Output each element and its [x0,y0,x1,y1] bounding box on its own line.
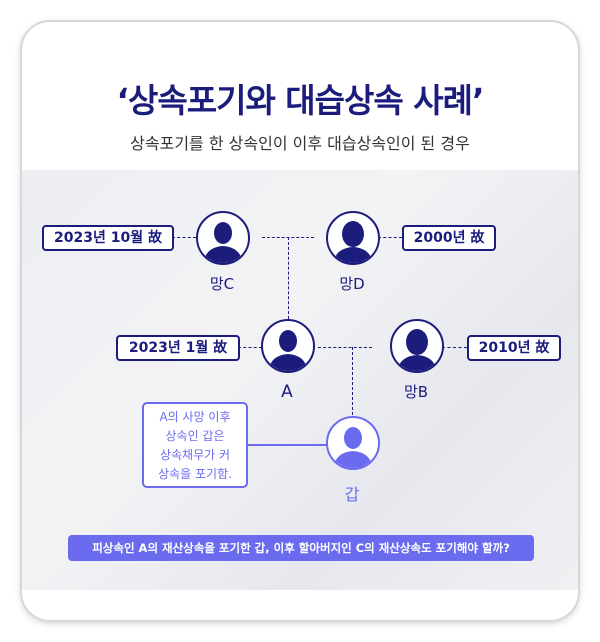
female-avatar-icon [326,211,380,265]
name-d: 망D [339,275,365,293]
page-title: ‘상속포기와 대습상속 사례’ [116,81,484,120]
tag-b-death: 2010년 故 [467,335,561,361]
female-avatar-icon [390,319,444,373]
male-avatar-icon [326,416,380,470]
connector [442,347,467,348]
tag-c-death: 2023년 10월 故 [42,225,174,251]
connector [288,237,289,319]
connector [318,347,372,348]
connector [238,347,262,348]
callout-line: 상속을 포기함. [158,467,232,481]
tag-d-death: 2000년 故 [402,225,496,251]
question-banner: 피상속인 A의 재산상속을 포기한 갑, 이후 할아버지인 C의 재산상속도 포… [68,535,534,561]
connector [378,237,402,238]
tag-a-death: 2023년 1월 故 [116,335,240,361]
male-avatar-icon [261,319,315,373]
name-c: 망C [209,275,235,293]
connector [248,444,328,446]
callout-line: A의 사망 이후 [159,410,231,424]
connector [172,237,196,238]
name-gap: 갑 [344,485,360,504]
name-b: 망B [403,383,429,401]
male-avatar-icon [196,211,250,265]
subtitle: 상속포기를 한 상속인이 이후 대습상속인이 된 경우 [130,134,470,153]
name-a: A [281,382,293,402]
callout-line: 상속인 갑은 [165,429,225,443]
callout-note: A의 사망 이후 상속인 갑은 상속채무가 커 상속을 포기함. [142,402,248,488]
connector [352,347,353,415]
callout-line: 상속채무가 커 [159,448,231,462]
